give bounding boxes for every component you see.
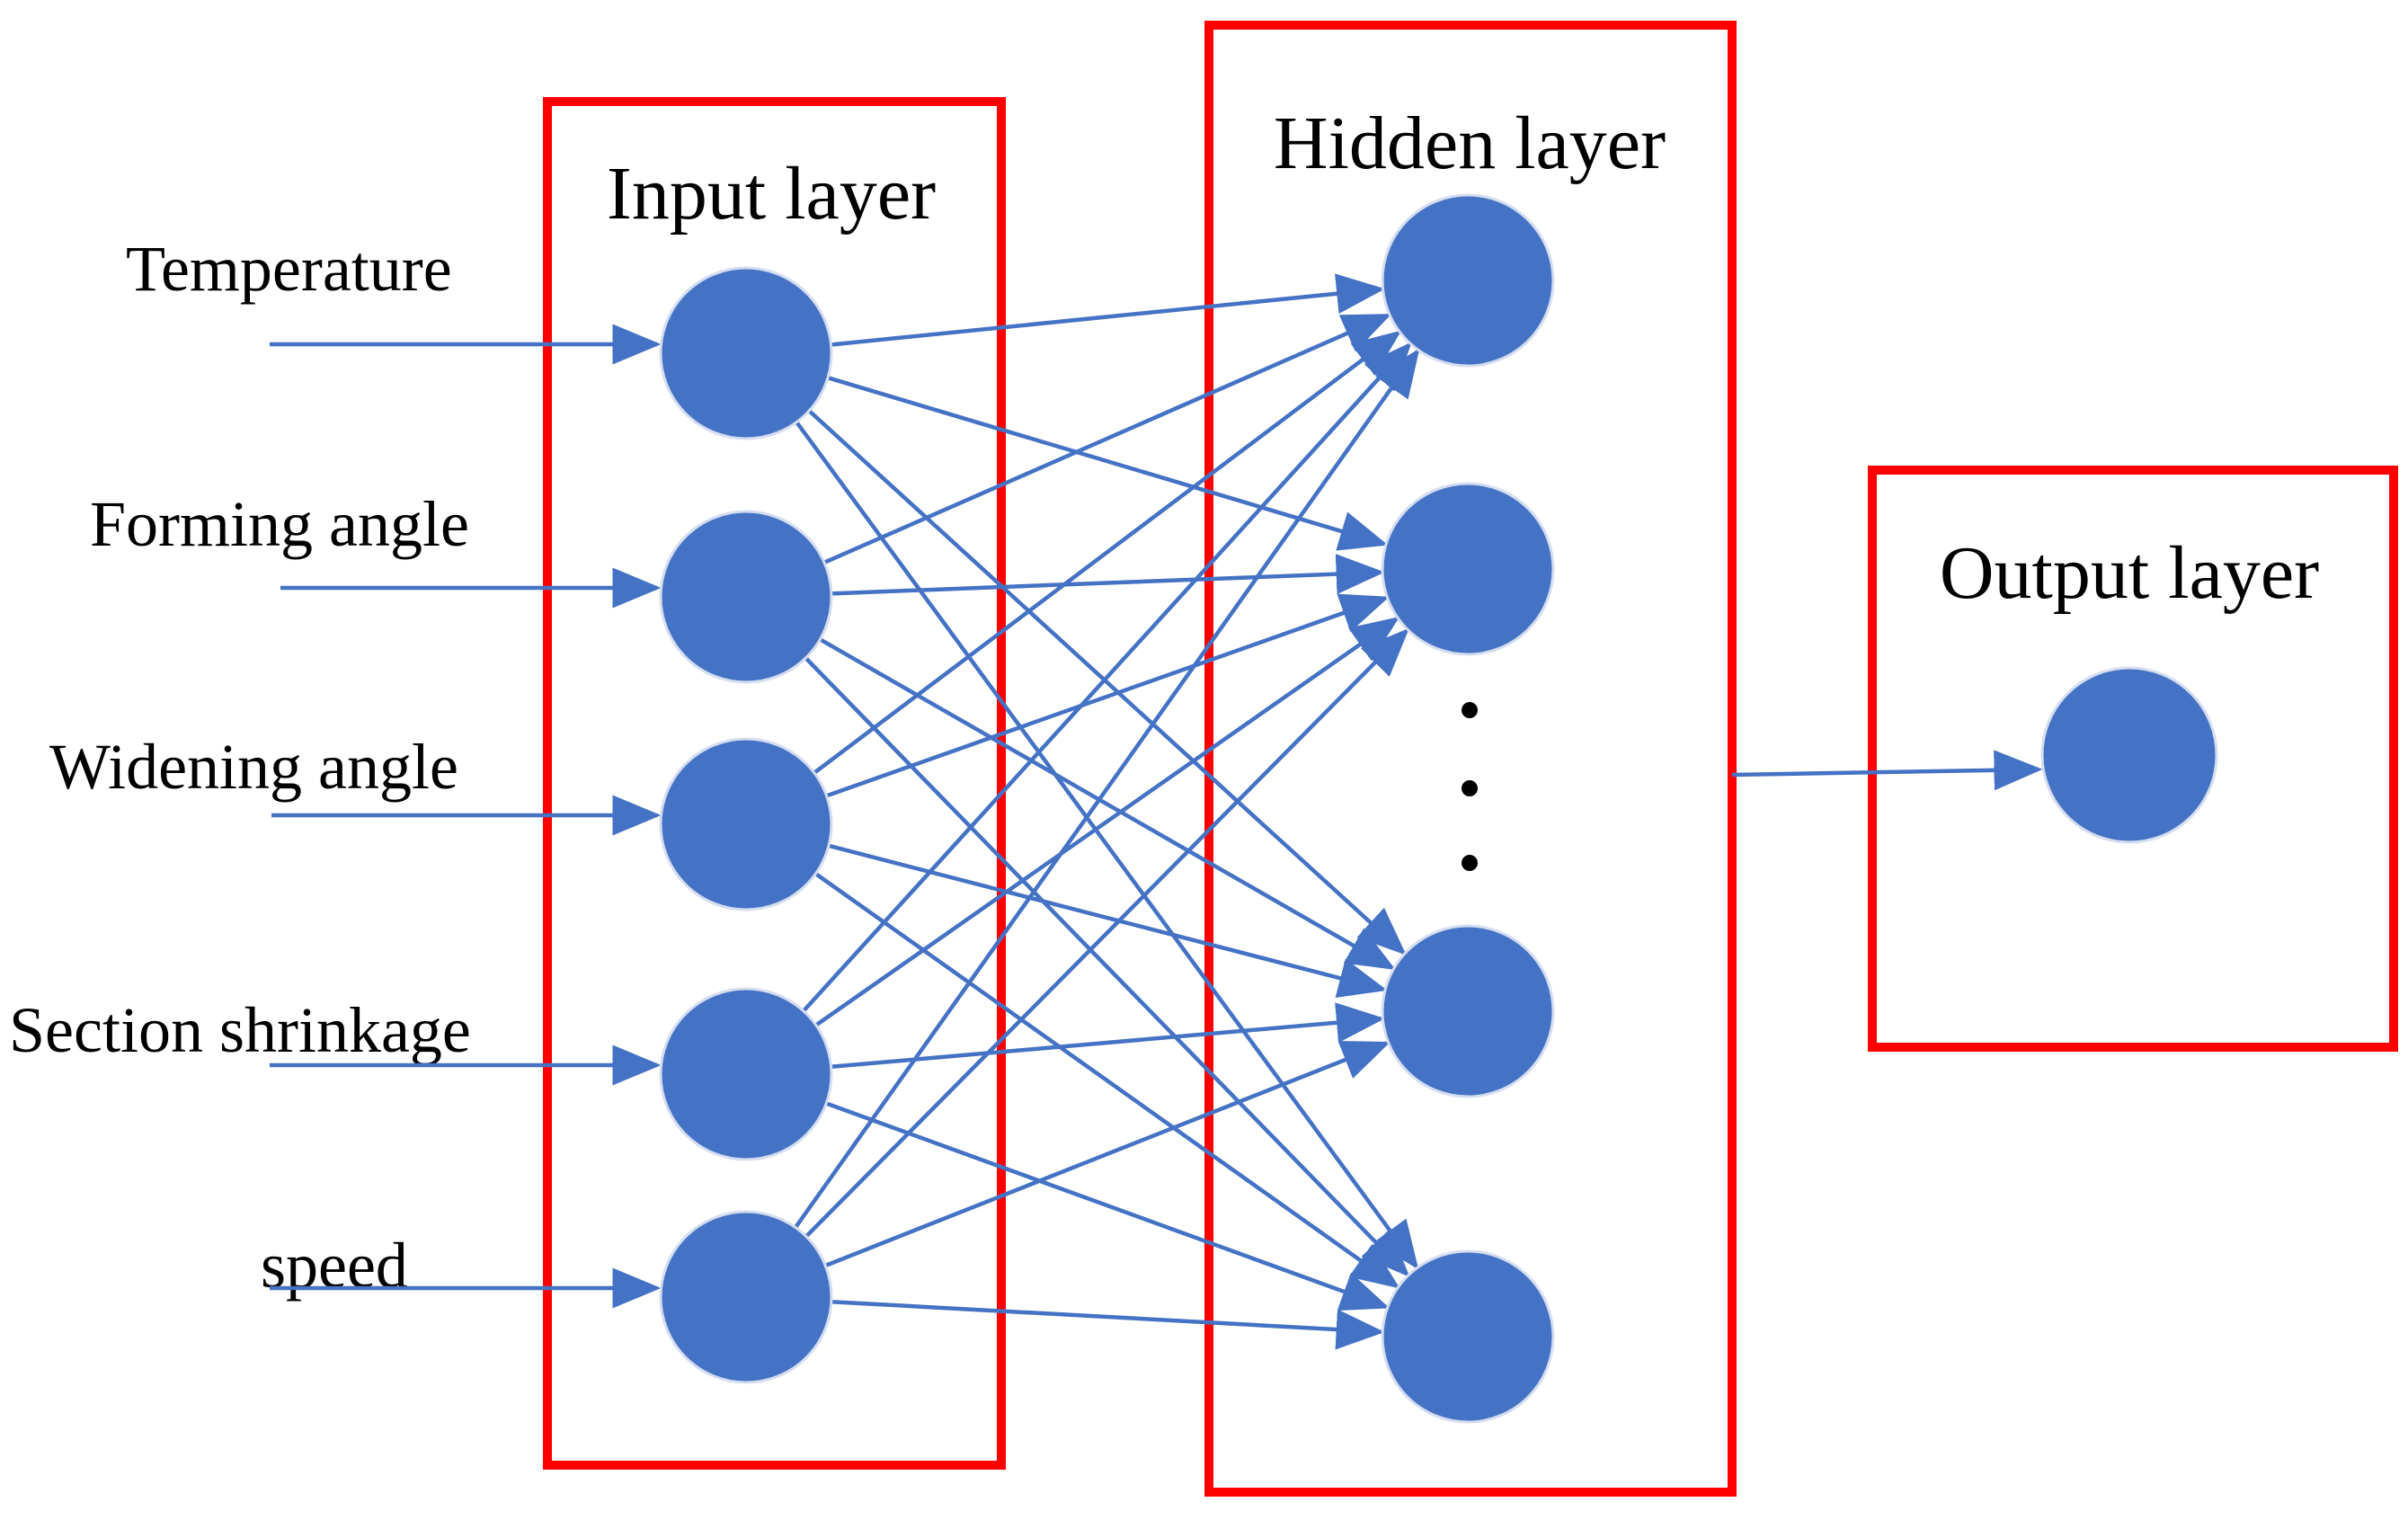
edge-input-2-to-hidden-1 (823, 313, 1392, 564)
input-node-speed (659, 1210, 833, 1384)
hidden-node-1 (1381, 193, 1555, 368)
hidden-node-4 (1381, 1249, 1555, 1424)
edge-hidden-to-output (1731, 750, 2043, 791)
input-label-temperature: Temperature (126, 233, 452, 305)
edge-input-1-to-hidden-3 (807, 409, 1407, 956)
input-node-forming-angle (659, 510, 833, 684)
edge-input-3-to-hidden-3 (828, 843, 1388, 999)
input-node-widening-angle (659, 737, 833, 911)
edge-input-2-to-hidden-2 (831, 554, 1385, 596)
input-feed-arrows (270, 324, 662, 1309)
edge-input-5-to-hidden-4 (831, 1299, 1385, 1350)
input-label-speed: speed (261, 1230, 408, 1302)
input-node-temperature (659, 266, 833, 440)
ellipsis-dot-2 (1462, 780, 1478, 796)
edge-input-5-to-hidden-2 (804, 627, 1409, 1239)
edge-input-4-to-hidden-4 (825, 1101, 1391, 1311)
hidden-layer-ellipsis (1462, 702, 1478, 871)
edge-input-1-to-hidden-4 (795, 421, 1419, 1270)
connection-edges (794, 273, 2043, 1350)
edge-input-3-to-hidden-2 (825, 593, 1390, 798)
ellipsis-dot-3 (1462, 855, 1478, 871)
edge-input-4-to-hidden-2 (814, 617, 1400, 1027)
input-label-widening-angle: Widening angle (49, 731, 458, 803)
edge-input-2-to-hidden-4 (804, 656, 1410, 1277)
input-node-section-shrinkage (659, 987, 833, 1161)
hidden-layer-box (1204, 21, 1737, 1497)
hidden-layer-title: Hidden layer (1274, 102, 1666, 185)
hidden-node-2 (1381, 482, 1555, 656)
edge-input-1-to-hidden-1 (831, 273, 1385, 347)
output-node (2040, 666, 2218, 844)
input-label-section-shrinkage: Section shrinkage (9, 994, 471, 1066)
output-layer-title: Output layer (1940, 531, 2319, 615)
ellipsis-dot-1 (1462, 702, 1478, 718)
edge-input-4-to-hidden-1 (802, 342, 1412, 1013)
edge-input-5-to-hidden-3 (824, 1041, 1391, 1268)
input-layer-box (543, 97, 1006, 1470)
edge-input-4-to-hidden-3 (831, 1002, 1385, 1069)
input-layer-title: Input layer (607, 152, 936, 236)
edge-input-3-to-hidden-4 (814, 872, 1400, 1289)
edge-input-3-to-hidden-1 (813, 330, 1402, 775)
hidden-node-3 (1381, 924, 1555, 1098)
edge-input-1-to-hidden-2 (827, 376, 1389, 551)
network-nodes (659, 193, 2218, 1424)
output-layer-box (1868, 466, 2398, 1052)
input-label-forming-angle: Forming angle (90, 488, 469, 560)
edge-input-5-to-hidden-1 (794, 348, 1420, 1229)
